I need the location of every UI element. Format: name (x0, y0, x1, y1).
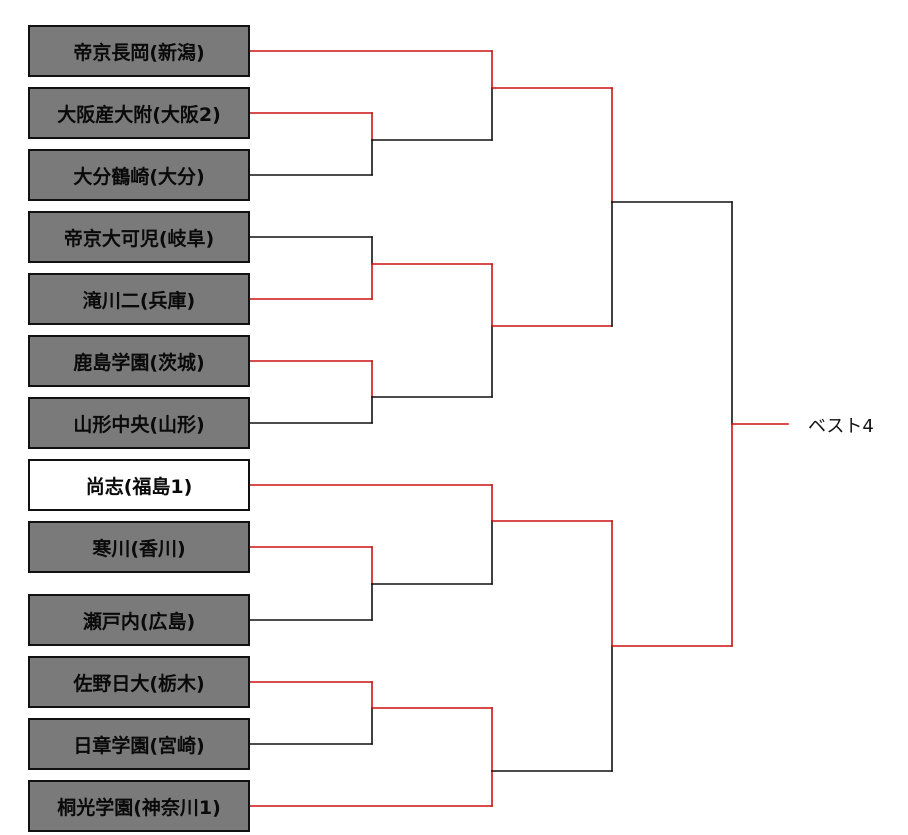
team-box-teikyo-kani: 帝京大可児(岐阜) (28, 211, 250, 263)
team-box-samukawa: 寒川(香川) (28, 521, 250, 573)
team-box-nissho-gakuen: 日章学園(宮崎) (28, 718, 250, 770)
team-box-takigawa-ni: 滝川二(兵庫) (28, 273, 250, 325)
team-box-toko-gakuen: 桐光学園(神奈川1) (28, 780, 250, 832)
team-box-setouchi: 瀬戸内(広島) (28, 594, 250, 646)
team-box-kashima-gakuen: 鹿島学園(茨城) (28, 335, 250, 387)
team-box-osaka-sandaifu: 大阪産大附(大阪2) (28, 87, 250, 139)
team-box-teikyo-nagaoka: 帝京長岡(新潟) (28, 25, 250, 77)
team-box-yamagata-chuo: 山形中央(山形) (28, 397, 250, 449)
team-box-sano-nichidai: 佐野日大(栃木) (28, 656, 250, 708)
team-box-oita-tsurusaki: 大分鶴崎(大分) (28, 149, 250, 201)
best4-label: ベスト4 (808, 416, 874, 437)
team-box-shoshi: 尚志(福島1) (28, 459, 250, 511)
